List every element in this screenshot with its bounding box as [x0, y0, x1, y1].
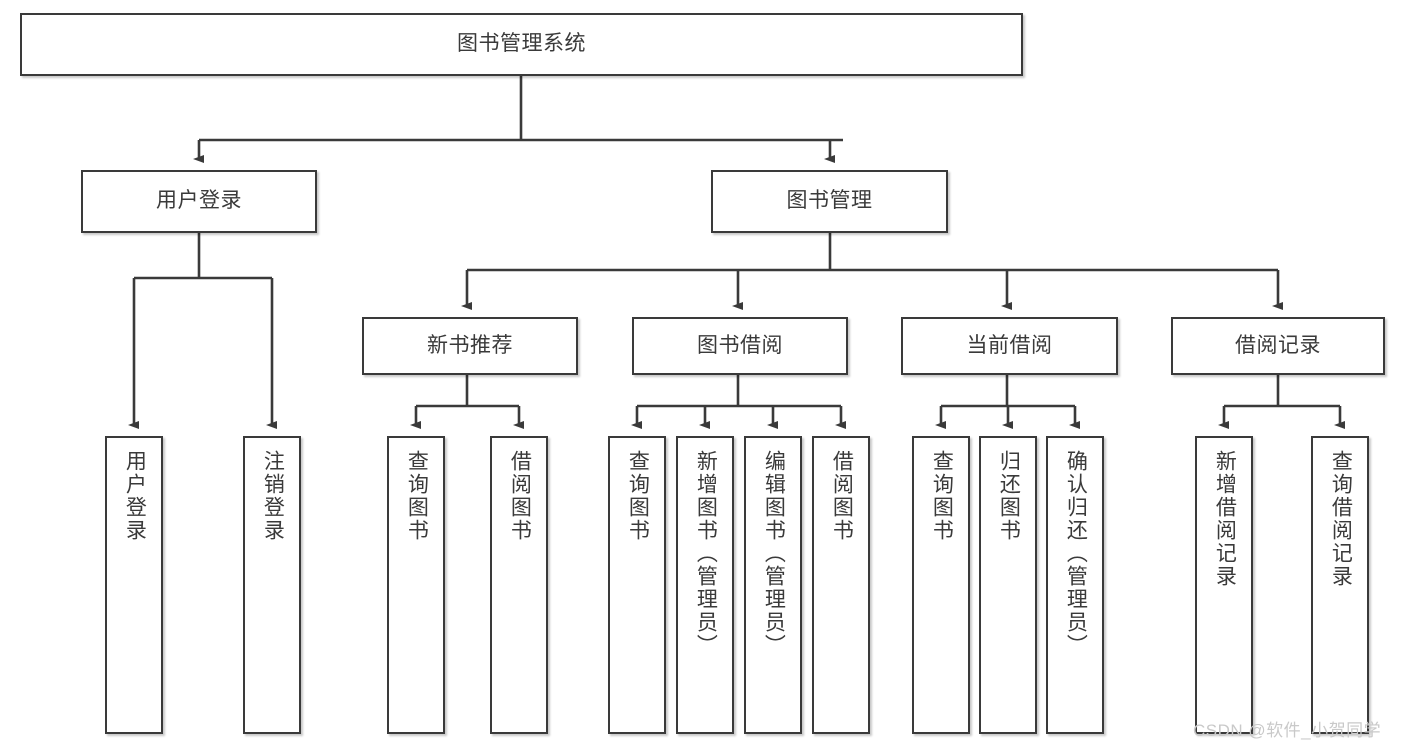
node-label: 新增图书（管理员）	[694, 450, 718, 657]
node-label: 查询图书	[405, 450, 429, 542]
leaf-borrow-book-recommend[interactable]: 借阅图书	[490, 436, 548, 734]
leaf-logout[interactable]: 注销登录	[243, 436, 301, 734]
node-label: 新增借阅记录	[1213, 450, 1237, 588]
leaf-query-borrow-record[interactable]: 查询借阅记录	[1311, 436, 1369, 734]
leaf-user-login[interactable]: 用户登录	[105, 436, 163, 734]
node-label: 归还图书	[997, 450, 1021, 542]
node-label: 查询图书	[930, 450, 954, 542]
node-book-borrow[interactable]: 图书借阅	[632, 317, 848, 375]
node-label: 编辑图书（管理员）	[762, 450, 786, 657]
leaf-query-book-recommend[interactable]: 查询图书	[387, 436, 445, 734]
node-label: 确认归还（管理员）	[1064, 450, 1088, 657]
leaf-query-book-current[interactable]: 查询图书	[912, 436, 970, 734]
node-new-book-recommend[interactable]: 新书推荐	[362, 317, 578, 375]
leaf-add-book-admin[interactable]: 新增图书（管理员）	[676, 436, 734, 734]
node-current-borrow[interactable]: 当前借阅	[901, 317, 1118, 375]
node-label: 用户登录	[123, 450, 147, 542]
leaf-borrow-book[interactable]: 借阅图书	[812, 436, 870, 734]
leaf-query-book-borrow[interactable]: 查询图书	[608, 436, 666, 734]
node-label: 图书管理	[786, 189, 873, 213]
leaf-return-book[interactable]: 归还图书	[979, 436, 1037, 734]
node-label: 借阅图书	[830, 450, 854, 542]
node-user-login[interactable]: 用户登录	[81, 170, 317, 233]
node-label: 借阅记录	[1235, 333, 1321, 357]
node-label: 查询借阅记录	[1329, 450, 1353, 588]
node-label: 注销登录	[261, 450, 285, 542]
node-label: 当前借阅	[966, 333, 1053, 357]
leaf-confirm-return-admin[interactable]: 确认归还（管理员）	[1046, 436, 1104, 734]
node-borrow-record[interactable]: 借阅记录	[1171, 317, 1385, 375]
node-label: 图书管理系统	[457, 32, 586, 56]
node-label: 新书推荐	[427, 333, 513, 357]
node-label: 图书借阅	[697, 333, 783, 357]
node-book-management[interactable]: 图书管理	[711, 170, 948, 233]
csdn-watermark: CSDN @软件_小贺同学	[1193, 721, 1382, 740]
node-label: 借阅图书	[508, 450, 532, 542]
leaf-edit-book-admin[interactable]: 编辑图书（管理员）	[744, 436, 802, 734]
node-label: 用户登录	[156, 189, 242, 213]
node-root-system[interactable]: 图书管理系统	[20, 13, 1023, 76]
node-label: 查询图书	[626, 450, 650, 542]
leaf-add-borrow-record[interactable]: 新增借阅记录	[1195, 436, 1253, 734]
